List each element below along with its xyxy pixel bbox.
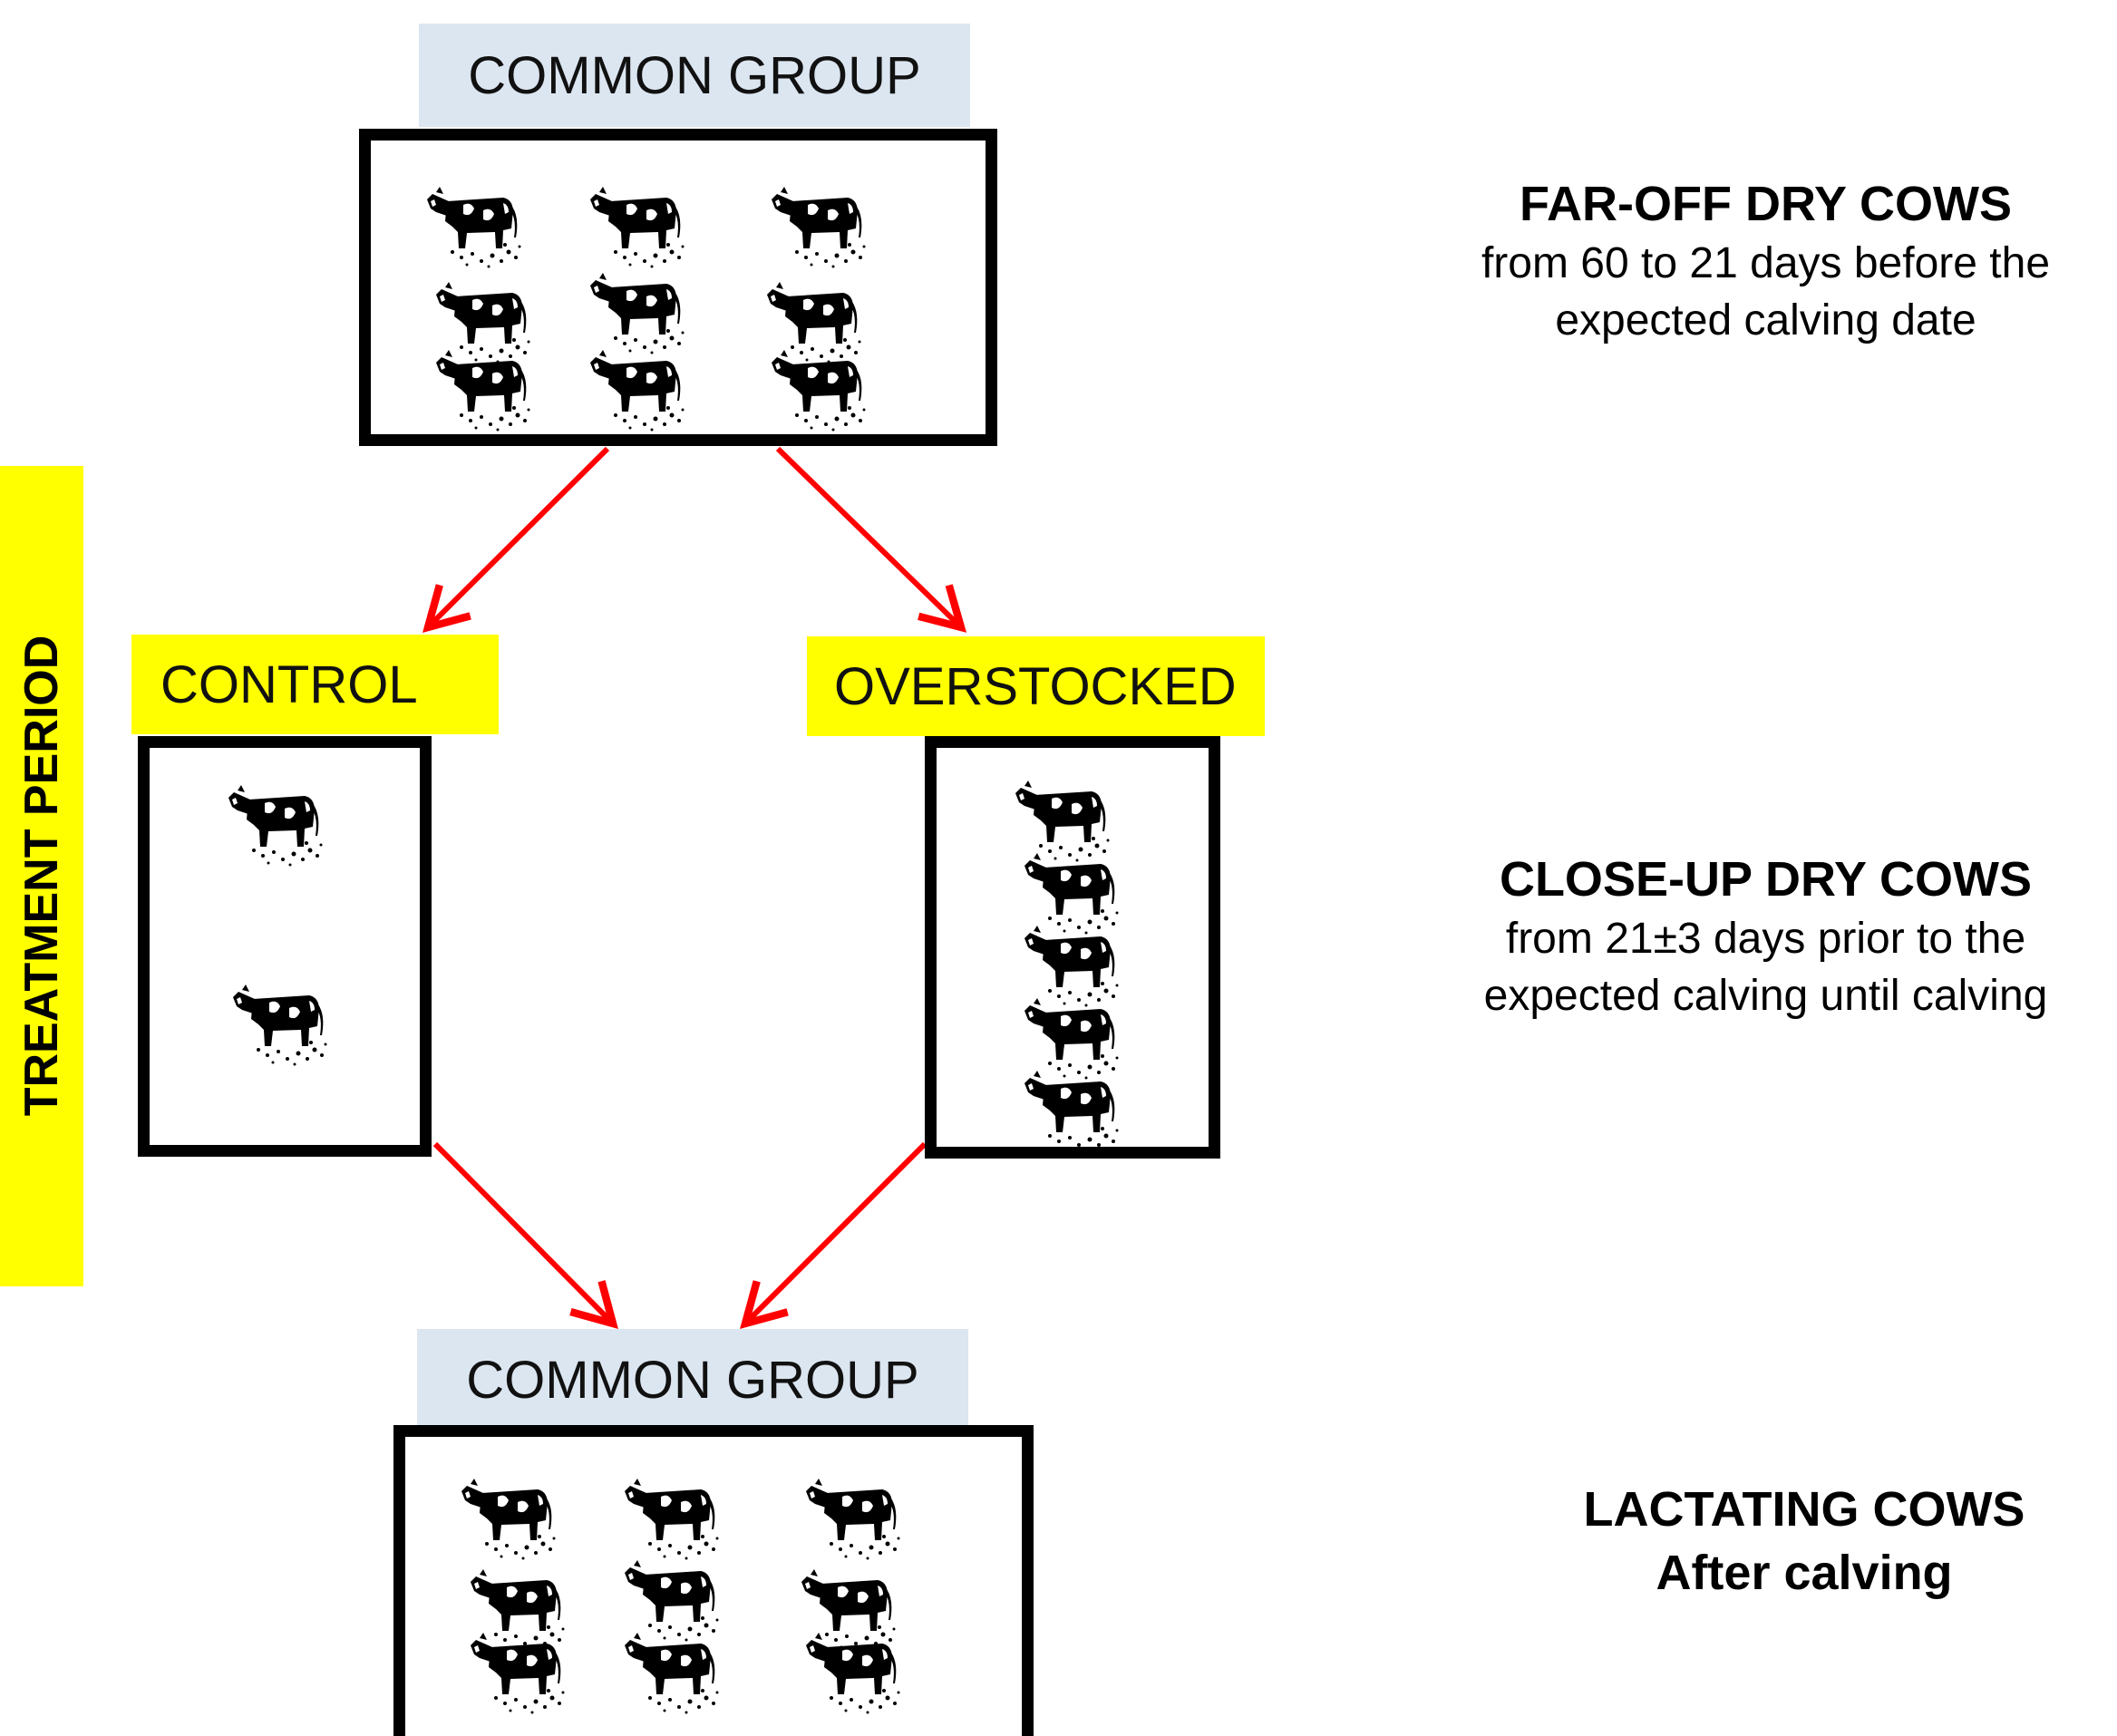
lactating-stage: LACTATING COWS After calving <box>1505 1478 2103 1605</box>
treatment-period-band: TREATMENT PERIOD <box>0 466 83 1286</box>
cow-icon <box>231 979 331 1070</box>
overstocked-pen <box>925 736 1220 1159</box>
treatment-period-label: TREATMENT PERIOD <box>15 635 68 1117</box>
overstocked-herd <box>937 748 1209 1147</box>
control-herd <box>150 748 420 1145</box>
top-group-herd <box>371 141 986 434</box>
cow-icon <box>588 181 688 272</box>
cow-icon <box>425 181 525 272</box>
arrow-icon <box>740 1141 927 1329</box>
close-up-title: CLOSE-UP DRY COWS <box>1499 852 2033 907</box>
control-pen <box>138 736 432 1157</box>
arrow-icon <box>432 1141 618 1330</box>
far-off-title: FAR-OFF DRY COWS <box>1520 177 2012 231</box>
lactating-description: After calving <box>1656 1546 1953 1601</box>
cow-icon <box>460 1473 559 1564</box>
arrow-icon <box>775 446 967 633</box>
control-label: CONTROL <box>131 635 499 734</box>
bottom-group-pen <box>393 1425 1034 1736</box>
overstocked-label: OVERSTOCKED <box>807 636 1265 736</box>
cow-icon <box>770 181 869 272</box>
cow-icon <box>227 780 326 870</box>
top-group-label: COMMON GROUP <box>419 24 970 127</box>
bottom-group-label: COMMON GROUP <box>417 1329 968 1431</box>
cow-icon <box>1023 1065 1122 1156</box>
cow-icon <box>804 1627 904 1718</box>
far-off-description: from 60 to 21 days before the expected c… <box>1481 239 2051 344</box>
lactating-title: LACTATING COWS <box>1583 1482 2025 1537</box>
top-group-pen <box>359 129 997 446</box>
arrow-icon <box>422 446 610 633</box>
close-up-stage: CLOSE-UP DRY COWS from 21±3 days prior t… <box>1432 848 2099 1024</box>
cow-icon <box>804 1473 904 1564</box>
cow-icon <box>588 344 688 435</box>
bottom-group-herd <box>405 1437 1022 1736</box>
close-up-description: from 21±3 days prior to the expected cal… <box>1483 915 2048 1020</box>
cow-icon <box>623 1473 723 1564</box>
cow-icon <box>434 344 534 435</box>
cow-icon <box>623 1627 723 1718</box>
cow-icon <box>469 1627 568 1718</box>
cow-icon <box>770 344 869 435</box>
far-off-stage: FAR-OFF DRY COWS from 60 to 21 days befo… <box>1432 172 2099 349</box>
